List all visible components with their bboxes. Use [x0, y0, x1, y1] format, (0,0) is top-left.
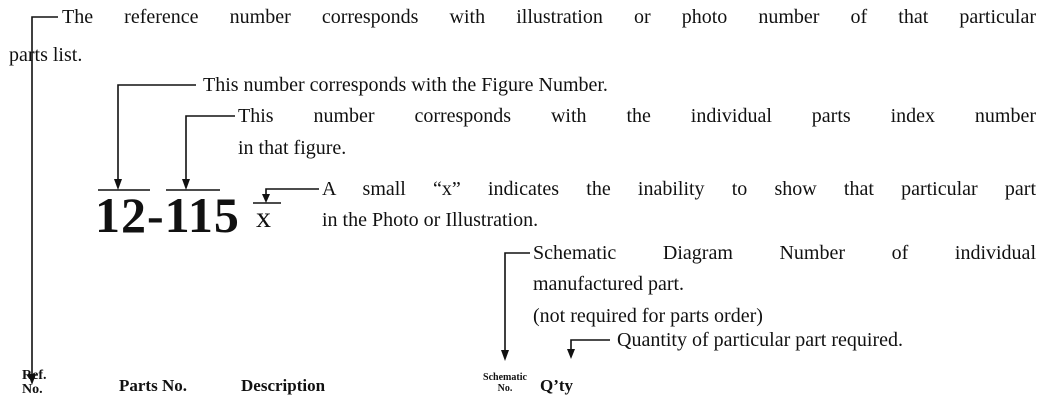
figure-arrowhead [114, 179, 122, 190]
example-index-number: 115 [164, 187, 240, 243]
small-x-note-line1: A small “x” indicates the inability to s… [322, 178, 1036, 200]
index-number-connector [185, 115, 235, 186]
quantity-arrowhead [567, 349, 575, 359]
ref-number-connector [31, 16, 58, 382]
schematic-note-line1: Schematic Diagram Number of individual [533, 242, 1036, 264]
column-header-schematic-bottom: No. [497, 383, 513, 394]
schematic-note-line2: manufactured part. [533, 273, 685, 295]
column-header-schematic: Schematic No. [478, 372, 532, 394]
example-figure-number: 12 [95, 187, 147, 243]
figure-number-connector [117, 84, 196, 186]
example-reference-code: 12-115 [95, 190, 240, 240]
column-header-schematic-top: Schematic [483, 372, 527, 383]
index-arrowhead [182, 179, 190, 190]
column-header-ref: Ref. No. [22, 369, 47, 397]
schematic-note-line3: (not required for parts order) [533, 305, 763, 327]
quantity-connector [570, 339, 610, 352]
index-number-note-line2: in that figure. [238, 137, 347, 159]
small-x-connector [265, 188, 319, 200]
column-header-parts-no: Parts No. [119, 376, 187, 395]
example-suffix-x: x [256, 201, 271, 234]
column-header-qty: Q’ty [540, 376, 574, 395]
small-x-arrowhead [262, 194, 270, 203]
schematic-connector [504, 252, 530, 358]
quantity-note: Quantity of particular part required. [617, 329, 903, 351]
index-number-note-line1: This number corresponds with the individ… [238, 105, 1036, 127]
column-header-ref-top: Ref. [22, 368, 47, 383]
ref-number-note-line2: parts list. [9, 44, 83, 66]
figure-number-note: This number corresponds with the Figure … [203, 74, 608, 96]
column-header-description: Description [241, 376, 326, 395]
schematic-arrowhead [501, 350, 509, 361]
ref-number-note-line1: The reference number corresponds with il… [62, 6, 1036, 28]
column-header-ref-bottom: No. [22, 382, 43, 397]
ref-arrowhead [28, 374, 36, 385]
small-x-note-line2: in the Photo or Illustration. [322, 209, 539, 231]
example-separator: - [147, 187, 165, 243]
